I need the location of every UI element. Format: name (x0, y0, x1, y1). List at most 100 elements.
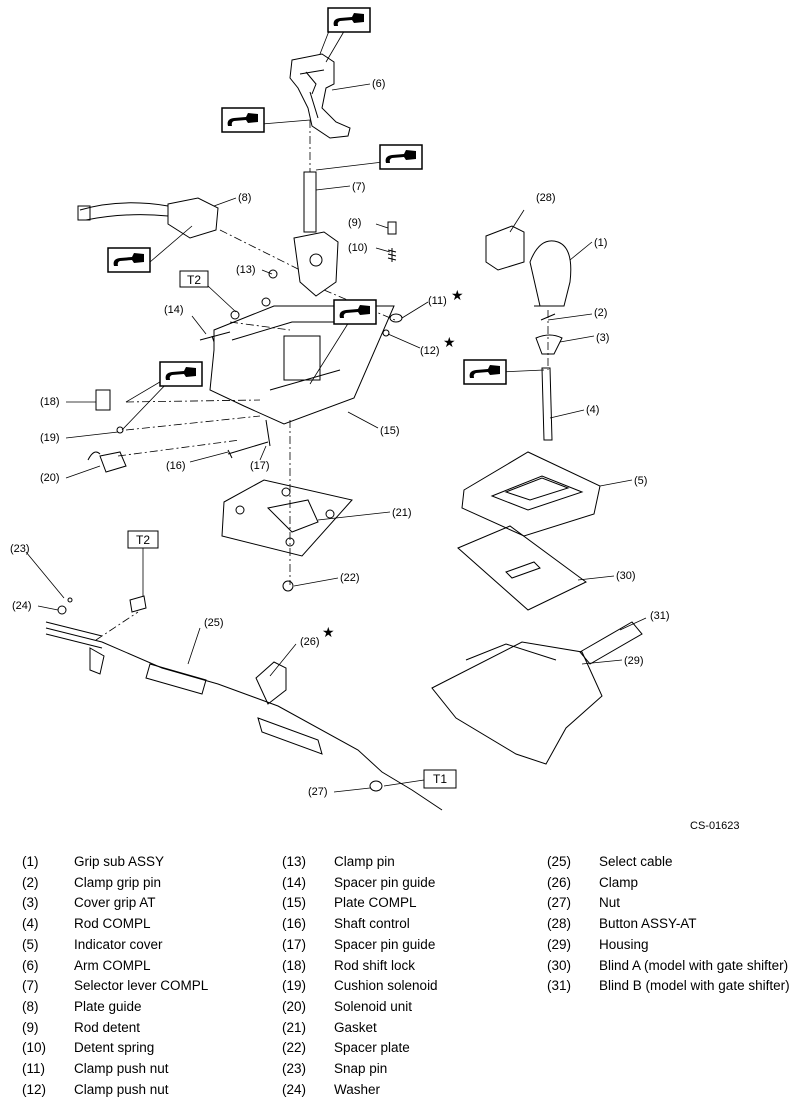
legend-number: (12) (22, 1081, 47, 1097)
callout-15: (15) (380, 425, 400, 437)
legend-item: (13) Clamp pin (282, 852, 438, 873)
legend-column-2: (13) Clamp pin (14) Spacer pin guide (15) Pla… (282, 852, 438, 1100)
legend-number: (14) (282, 874, 307, 890)
legend-item: (8)Plate guide (22, 997, 208, 1018)
legend-number: (10) (22, 1040, 47, 1056)
legend-number: (8) (22, 998, 39, 1014)
grease-icon (463, 359, 507, 385)
legend-part-name: Washer (334, 1081, 381, 1097)
legend-part-name: Spacer pin guide (334, 874, 436, 890)
callout-20: (20) (40, 472, 60, 484)
star-icon: ★ (322, 624, 335, 640)
legend-item: (27) Nut (547, 893, 790, 914)
legend-item: (5)Indicator cover (22, 935, 208, 956)
legend-number: (3) (22, 895, 39, 911)
legend-item: (6)Arm COMPL (22, 956, 208, 977)
callout-21: (21) (392, 507, 412, 519)
callout-11: (11) (428, 295, 447, 307)
callout-1: (1) (594, 237, 607, 249)
legend-item: (29)Housing (547, 935, 790, 956)
legend-item: (14) Spacer pin guide (282, 873, 438, 894)
legend-number: (5) (22, 936, 39, 952)
legend-item: (24) Washer (282, 1080, 438, 1101)
legend-part-name: Select cable (599, 854, 673, 869)
legend-number: (18) (282, 957, 307, 973)
callout-26: (26) (300, 636, 320, 648)
svg-text:T1: T1 (433, 772, 447, 786)
grease-icon (379, 144, 423, 170)
callout-25: (25) (204, 617, 224, 629)
callout-5: (5) (634, 475, 647, 487)
star-icon: ★ (443, 334, 456, 350)
svg-text:T2: T2 (187, 273, 201, 287)
grease-icon (221, 107, 265, 133)
torque-label-t1: T1 (423, 769, 457, 789)
legend-number: (30) (547, 957, 572, 973)
grease-icon (327, 7, 371, 33)
legend-item: (15) Plate COMPL (282, 893, 438, 914)
legend-item: (12)Clamp push nut (22, 1080, 208, 1101)
legend-number: (15) (282, 895, 307, 911)
legend-item: (20)Solenoid unit (282, 997, 438, 1018)
legend-number: (13) (282, 854, 307, 869)
callout-16: (16) (166, 460, 186, 472)
callout-22: (22) (340, 572, 360, 584)
legend-number: (22) (282, 1040, 307, 1056)
legend-item: (17)Spacer pin guide (282, 935, 438, 956)
legend-item: (23)Snap pin (282, 1059, 438, 1080)
legend-item: (31)Blind B (model with gate shifter) (547, 976, 790, 997)
legend-item: (16) Shaft control (282, 914, 438, 935)
legend-part-name: Clamp grip pin (74, 874, 162, 890)
legend-part-name: Rod detent (74, 1019, 141, 1035)
legend-part-name: Detent spring (74, 1040, 155, 1056)
legend-number: (24) (282, 1081, 307, 1097)
figure-code: CS-01623 (690, 820, 740, 832)
legend-part-name: Spacer plate (334, 1040, 410, 1056)
svg-text:T2: T2 (136, 533, 150, 547)
legend-number: (7) (22, 978, 39, 994)
callout-29: (29) (624, 655, 644, 667)
legend-item: (2) Clamp grip pin (22, 873, 208, 894)
legend-part-name: Clamp (599, 874, 639, 890)
callout-28: (28) (536, 192, 556, 204)
legend-number: (17) (282, 936, 307, 952)
callout-labels: (1) (2) (3) (4) (5) (6) (7) (8) (9) (10)… (10, 78, 670, 798)
legend-number: (19) (282, 978, 307, 994)
exploded-parts-diagram: T2 T2 T1 (1) (2) (3) (4) (5) (6) (7) (8)… (10, 7, 670, 811)
legend-item: (11)Clamp push nut (22, 1059, 208, 1080)
legend-part-name: Cover grip AT (74, 895, 156, 911)
legend-number: (23) (282, 1061, 307, 1077)
callout-13: (13) (236, 264, 256, 276)
grease-icon (159, 361, 203, 387)
torque-label-t2-upper: T2 (179, 270, 209, 288)
legend-item: (25) Select cable (547, 852, 790, 873)
callout-31: (31) (650, 610, 670, 622)
legend-number: (2) (22, 874, 39, 890)
legend-part-name: Shaft control (334, 916, 410, 932)
legend-item: (10) Detent spring (22, 1038, 208, 1059)
grease-icon (107, 247, 151, 273)
legend-number: (1) (22, 854, 39, 869)
legend-item: (30)Blind A (model with gate shifter) (547, 956, 790, 977)
legend-item: (21)Gasket (282, 1018, 438, 1039)
callout-23: (23) (10, 543, 30, 555)
legend-item: (9)Rod detent (22, 1018, 208, 1039)
callout-9: (9) (348, 217, 361, 229)
legend-number: (26) (547, 874, 572, 890)
legend-part-name: Clamp pin (334, 854, 395, 869)
legend-number: (16) (282, 916, 307, 932)
legend-number: (6) (22, 957, 39, 973)
legend-part-name: Grip sub ASSY (74, 854, 165, 869)
legend-item: (1) Grip sub ASSY (22, 852, 208, 873)
callout-17: (17) (250, 460, 270, 472)
legend-number: (31) (547, 978, 572, 994)
legend-part-name: Rod shift lock (334, 957, 416, 973)
legend-part-name: Nut (599, 895, 621, 911)
legend-column-3: (25)Select cable(26)Clamp(27)Nut(28)Butt… (547, 852, 790, 997)
legend-number: (27) (547, 895, 572, 911)
callout-2: (2) (594, 307, 607, 319)
legend-part-name: Plate COMPL (334, 895, 417, 911)
legend-part-name: Selector lever COMPL (74, 978, 209, 994)
callout-7: (7) (352, 181, 365, 193)
legend-number: (25) (547, 854, 572, 869)
